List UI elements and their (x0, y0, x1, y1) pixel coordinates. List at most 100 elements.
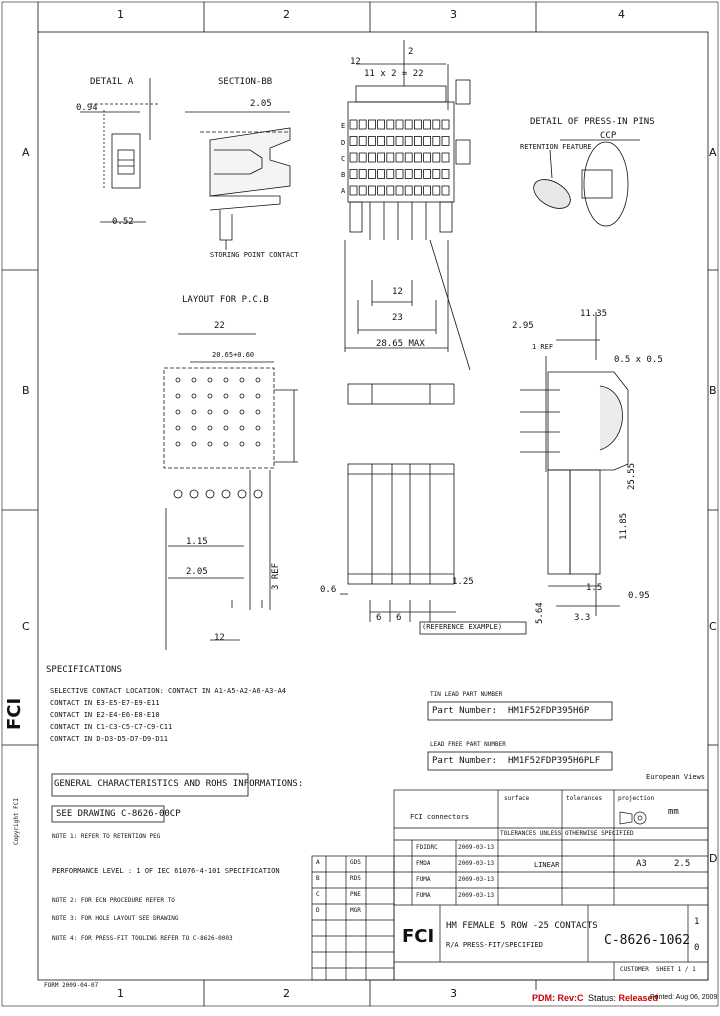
mounting-contact-label: STORING POINT CONTACT (210, 251, 299, 259)
pn-label-1: Part Number: (432, 706, 498, 716)
contact-cavity (413, 169, 422, 179)
tb-linear: LINEAR (534, 861, 560, 869)
zone-row-b: B (22, 384, 30, 397)
tin-lead-label: TIN LEAD PART NUMBER (430, 691, 503, 698)
zone-col-3-top: 3 (450, 8, 457, 21)
contact-cavity (386, 136, 395, 146)
contact-cavity (441, 152, 450, 163)
dim-0-52: 0.52 (112, 217, 134, 227)
contact-cavity (367, 169, 376, 179)
dim-2-05b: 2.05 (186, 567, 208, 577)
tb-scale: 2.5 (674, 859, 691, 869)
zone-col-2-bottom: 2 (283, 987, 290, 1000)
dim-12-top: 12 (350, 57, 361, 67)
contact-cavity (358, 185, 367, 196)
contact-cavity (377, 185, 386, 196)
dim-1-25: 1.25 (452, 577, 474, 587)
pcb-hole (239, 409, 245, 415)
contact-cavity (404, 136, 413, 146)
dim-0-94: 0.94 (76, 103, 98, 113)
pcb-hole (255, 409, 261, 415)
pcb-hole (223, 425, 229, 431)
tb-subtitle: R/A PRESS-FIT/SPECIFIED (446, 941, 543, 949)
dim-2-95: 2.95 (512, 321, 534, 331)
dim-12-mid: 12 (392, 287, 403, 297)
dim-1-5: 1.5 (586, 583, 603, 593)
pcb-hole (239, 441, 245, 447)
dim-12-pcb: 12 (214, 633, 225, 643)
dim-3-ref: 3 REF (271, 562, 281, 590)
printed-date: Printed: Aug 06, 2009 (650, 994, 718, 1001)
dim-3-3: 3.3 (574, 613, 591, 623)
contact-cavity (386, 119, 395, 130)
rev-by-3: PNE (350, 891, 361, 898)
connector-side-view (520, 312, 629, 616)
dim-11x2: 11 x 2 = 22 (364, 69, 424, 79)
contact-cavity (367, 136, 376, 146)
status-value: Released (618, 993, 659, 1003)
contact-cavity (358, 119, 367, 130)
pdm-revision: PDM: Rev:C (532, 993, 584, 1003)
zone-col-1-top: 1 (117, 8, 124, 21)
contact-cavity (432, 152, 441, 163)
dim-23: 23 (392, 313, 403, 323)
status-label: Status: (588, 993, 617, 1003)
tb-rev-date-3: 2009-03-13 (458, 876, 495, 883)
bottom-left-form: FORM 2009-04-07 (44, 982, 99, 989)
contact-cavity (358, 152, 367, 163)
pcb-hole (239, 425, 245, 431)
pcb-hole (175, 441, 181, 447)
contact-cavity (432, 185, 441, 196)
tb-tolerances: tolerances (566, 795, 603, 802)
detail-a-label: DETAIL A (90, 77, 134, 87)
tb-surface: surface (504, 795, 530, 802)
note-3: NOTE 3: FOR HOLE LAYOUT SEE DRAWING (52, 915, 179, 922)
contact-cavity (349, 152, 358, 163)
pcb-mount-hole (237, 489, 247, 499)
contact-cavity (441, 136, 450, 146)
rev-ltr-1: A (316, 859, 320, 866)
see-drawing-box (51, 805, 165, 823)
general-char-box (51, 773, 249, 797)
contact-cavity (441, 185, 450, 196)
tb-rev-date-4: 2009-03-13 (458, 892, 495, 899)
dim-0-5x0-5: 0.5 x 0.5 (614, 355, 663, 365)
contact-cavity (367, 119, 376, 130)
spec-line-5: CONTACT IN D-D3-D5-D7-D9-D11 (50, 735, 169, 743)
zone-row-c: C (22, 620, 30, 633)
copyright-side-text: Copyright FCI (13, 798, 20, 845)
tb-drawing-no: C-8626-1062 (604, 933, 691, 948)
pcb-hole (239, 377, 245, 383)
section-bb-view (185, 111, 291, 250)
tb-rev-date-1: 2009-03-13 (458, 844, 495, 851)
spec-line-2: CONTACT IN E3-E5-E7-E9-E11 (50, 699, 160, 707)
contact-cavity (423, 169, 432, 179)
reference-example-label: (REFERENCE EXAMPLE) (422, 623, 503, 631)
contact-cavity (349, 119, 358, 130)
row-letter-e: E (341, 122, 346, 130)
tb-customer: CUSTOMER (620, 966, 649, 973)
dim-6-b: 6 (396, 613, 402, 623)
dim-ccp: CCP (600, 131, 617, 141)
pcb-mount-hole (253, 489, 263, 499)
tb-released: FUMA (416, 892, 431, 899)
specs-heading: SPECIFICATIONS (46, 665, 122, 675)
contact-cavity (377, 119, 386, 130)
see-drawing: SEE DRAWING C-8626-00CP (56, 809, 181, 819)
note-2: NOTE 2: FOR ECN PROCEDURE REFER TO (52, 897, 175, 904)
pcb-layout-view (163, 333, 298, 650)
title-block-grid (311, 789, 709, 981)
contact-cavity (404, 185, 413, 196)
contact-cavity (404, 169, 413, 179)
spec-line-1: SELECTIVE CONTACT LOCATION: CONTACT IN A… (50, 687, 287, 695)
contact-cavity (377, 169, 386, 179)
performance-level: PERFORMANCE LEVEL : 1 OF IEC 61076-4-101… (52, 867, 280, 875)
contact-cavity (377, 136, 386, 146)
pcb-hole (223, 409, 229, 415)
tb-sheet-of: SHEET 1 / 1 (656, 966, 696, 973)
contact-cavity (395, 136, 404, 146)
connector-front-view (344, 40, 471, 371)
contact-cavity (349, 185, 358, 196)
pcb-mount-hole (189, 489, 199, 499)
contact-cavity (441, 169, 450, 179)
